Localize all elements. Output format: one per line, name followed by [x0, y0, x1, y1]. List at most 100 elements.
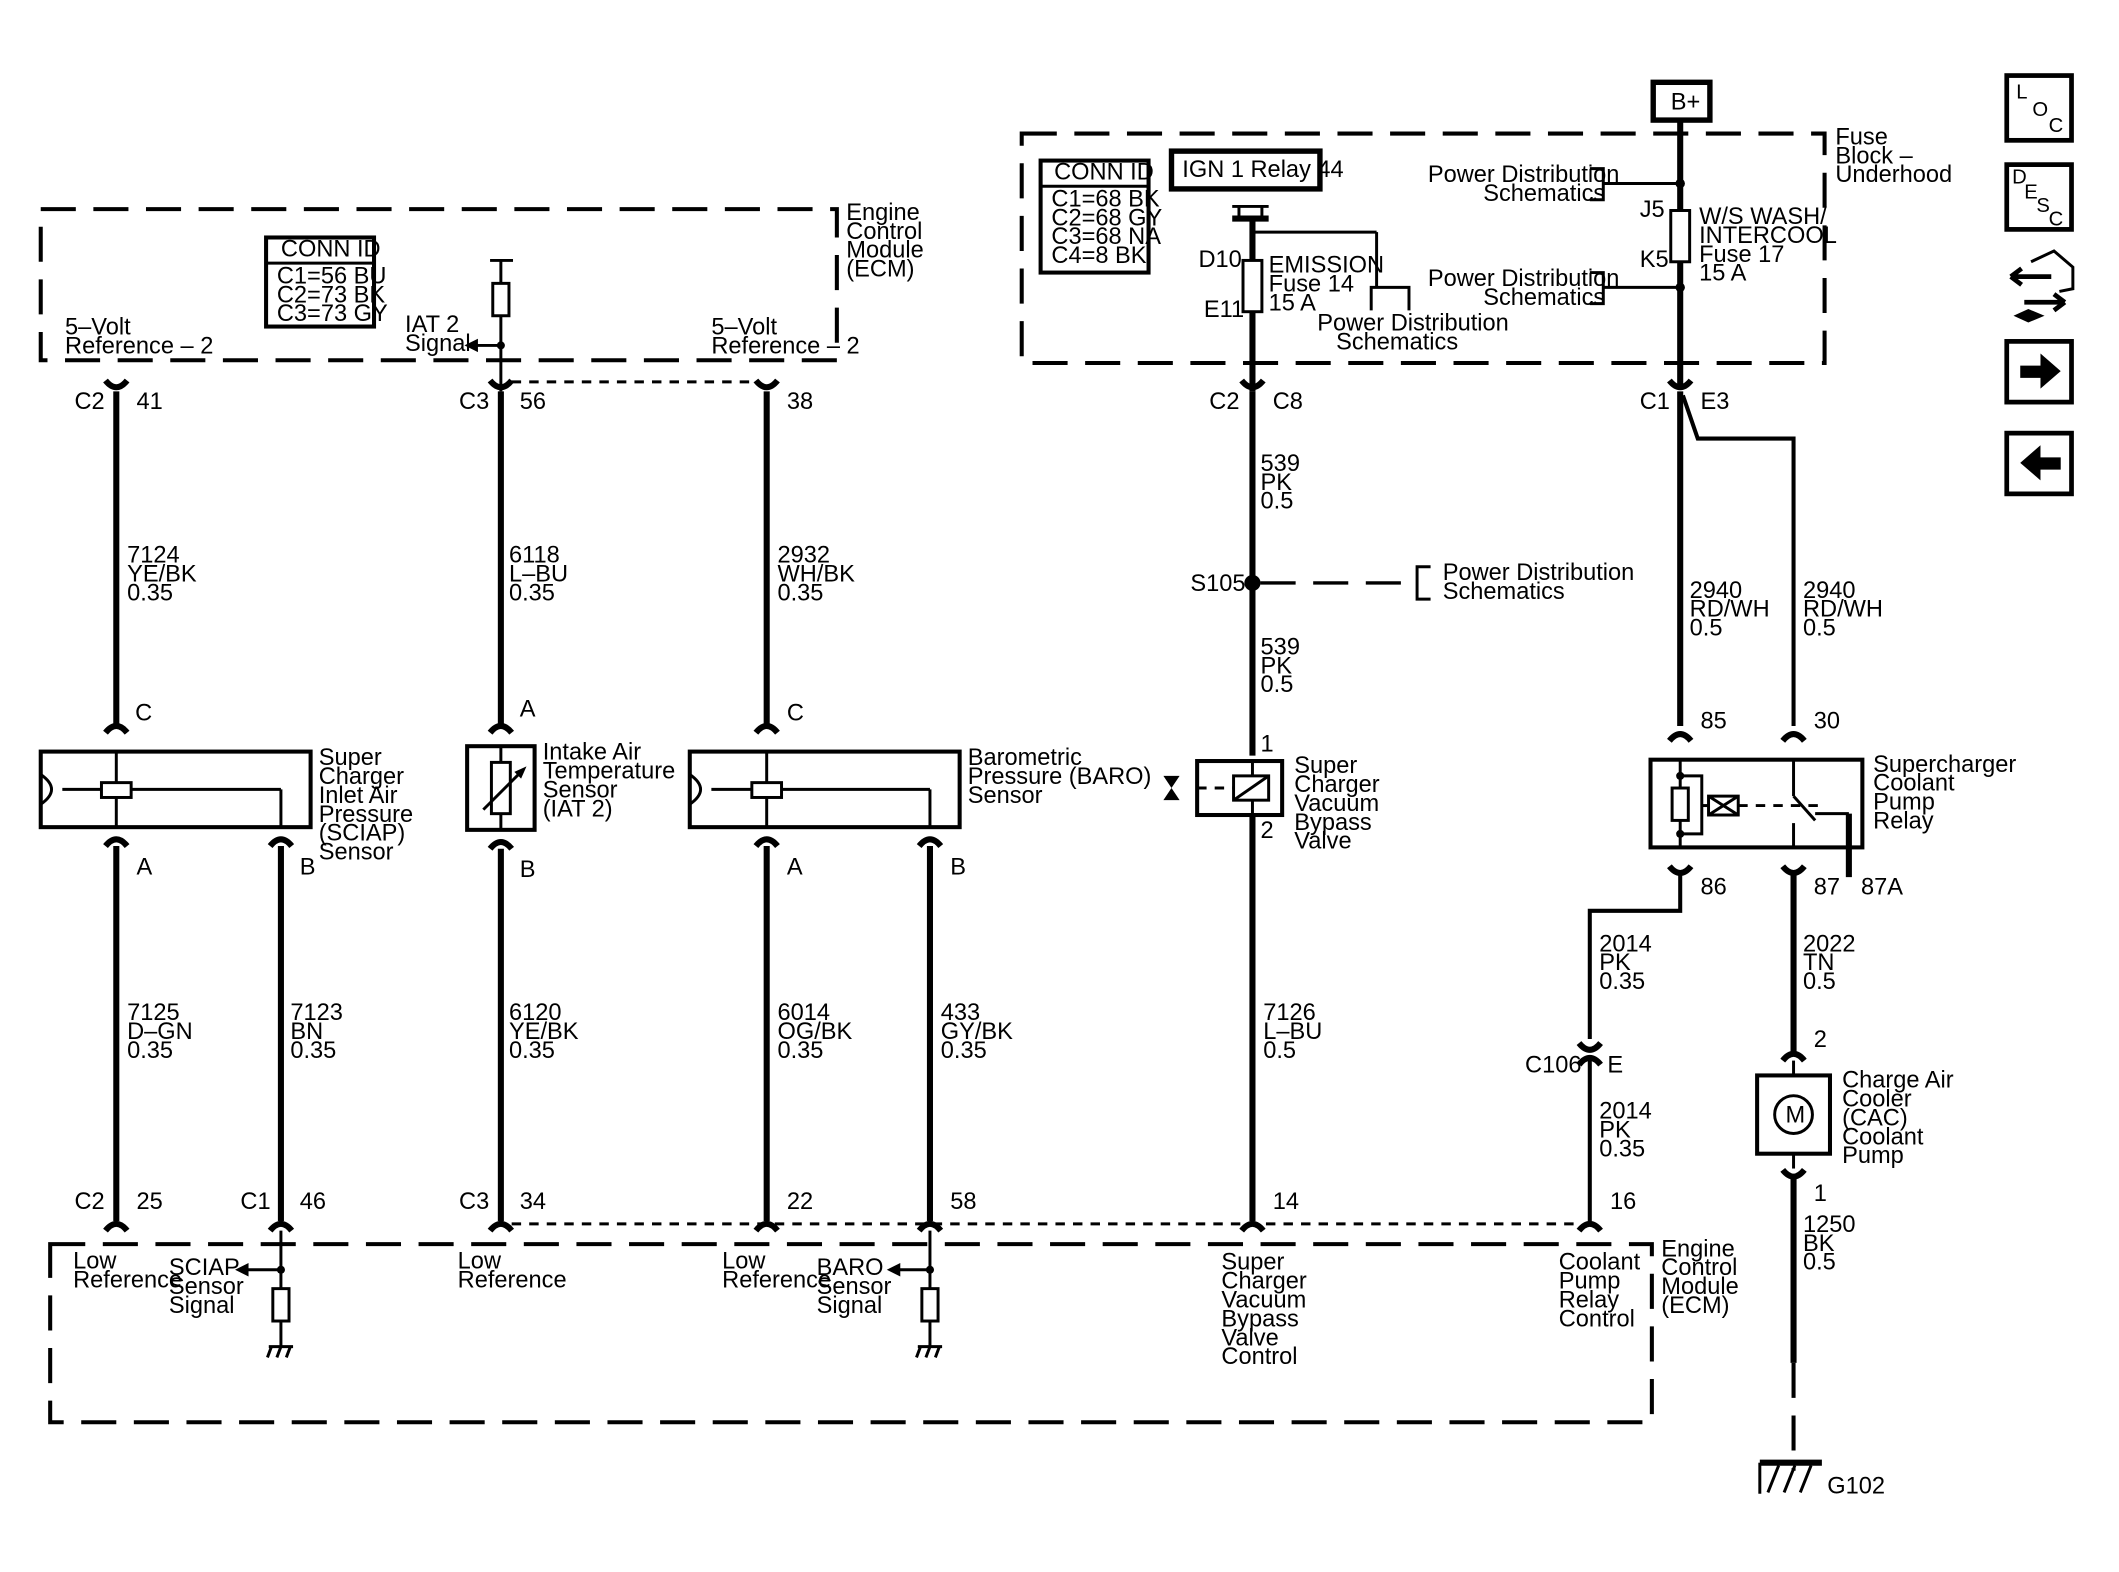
svg-text:E: E [1607, 1053, 1623, 1079]
svg-text:C2: C2 [1209, 389, 1239, 415]
svg-text:C3=68 NA: C3=68 NA [1051, 224, 1161, 250]
svg-text:C3: C3 [459, 389, 489, 415]
prev-page-button[interactable] [2004, 430, 2074, 497]
svg-text:1: 1 [1814, 1181, 1827, 1207]
splice-s105: S105 [1190, 565, 1431, 601]
svg-text:87A: 87A [1861, 875, 1903, 901]
svg-text:C2: C2 [74, 1189, 104, 1215]
svg-text:C2=73 BK: C2=73 BK [277, 282, 386, 308]
svg-text:C1=68 BK: C1=68 BK [1051, 186, 1160, 212]
connector-wrench-icon[interactable] [2009, 249, 2075, 323]
ecm-connector-58: 58 [916, 1189, 976, 1233]
wire-2014-upper [1587, 873, 1683, 1040]
arrow-left-icon [2020, 445, 2061, 481]
svg-text:C1: C1 [240, 1189, 270, 1215]
svg-text:O: O [2032, 99, 2048, 121]
battery-power-label: B+ [1650, 79, 1713, 123]
svg-text:CONN ID: CONN ID [281, 236, 381, 262]
ground-g102: G102 [1758, 1459, 1885, 1500]
ecm-connector-16: 16 [1576, 1189, 1636, 1233]
svg-text:C: C [2049, 208, 2064, 230]
loc-button[interactable]: L O C [2004, 73, 2074, 143]
svg-text:C3=73 GY: C3=73 GY [277, 301, 388, 327]
svg-text:D: D [2012, 167, 2027, 189]
svg-text:87: 87 [1814, 875, 1840, 901]
ecm-connector-c1-46: C1 46 [240, 1189, 326, 1233]
svg-text:25: 25 [137, 1189, 163, 1215]
svg-text:58: 58 [950, 1189, 976, 1215]
ecm-connector-c2-25: C2 25 [74, 1189, 163, 1233]
ecm-conn-id-table: CONN ID C1=56 BU C2=73 BK C3=73 GY [264, 235, 388, 329]
svg-text:A: A [137, 854, 153, 880]
svg-text:S105: S105 [1190, 571, 1245, 597]
connector-38: 38 [753, 378, 813, 415]
svg-text:16: 16 [1610, 1189, 1636, 1215]
svg-text:C1: C1 [1640, 389, 1670, 415]
svg-text:2: 2 [1814, 1027, 1827, 1053]
ecm-baro-input-circuit [886, 1230, 943, 1358]
svg-text:38: 38 [787, 389, 813, 415]
next-page-button[interactable] [2004, 339, 2074, 405]
svg-text:L: L [2016, 82, 2027, 104]
svg-text:46: 46 [300, 1189, 326, 1215]
svg-text:B: B [950, 854, 966, 880]
power-distribution-bracket-2 [1589, 271, 1681, 306]
svg-text:14: 14 [1273, 1189, 1299, 1215]
svg-text:B: B [300, 854, 316, 880]
svg-text:C4=8 BK: C4=8 BK [1051, 243, 1146, 269]
svg-text:S: S [2036, 195, 2049, 217]
svg-text:C8: C8 [1273, 389, 1303, 415]
desc-button[interactable]: D E S C [2004, 162, 2074, 232]
svg-text:B+: B+ [1671, 89, 1701, 115]
svg-text:30: 30 [1814, 709, 1840, 735]
svg-text:E11: E11 [1204, 297, 1244, 323]
connector-c1-e3: C1 E3 [1640, 378, 1729, 415]
svg-text:C106: C106 [1525, 1053, 1581, 1079]
svg-text:85: 85 [1700, 709, 1726, 735]
svg-text:M: M [1785, 1103, 1805, 1129]
svg-text:J5: J5 [1640, 197, 1665, 223]
svg-text:86: 86 [1700, 875, 1726, 901]
svg-text:C: C [135, 701, 152, 727]
svg-text:1: 1 [1261, 732, 1274, 758]
svg-text:C2=68 GY: C2=68 GY [1051, 205, 1162, 231]
svg-text:2: 2 [1261, 818, 1274, 844]
svg-text:C1=56 BU: C1=56 BU [277, 263, 387, 289]
svg-text:C2: C2 [74, 389, 104, 415]
svg-text:34: 34 [520, 1189, 546, 1215]
ecm-connector-c3-34: C3 34 [459, 1189, 546, 1233]
